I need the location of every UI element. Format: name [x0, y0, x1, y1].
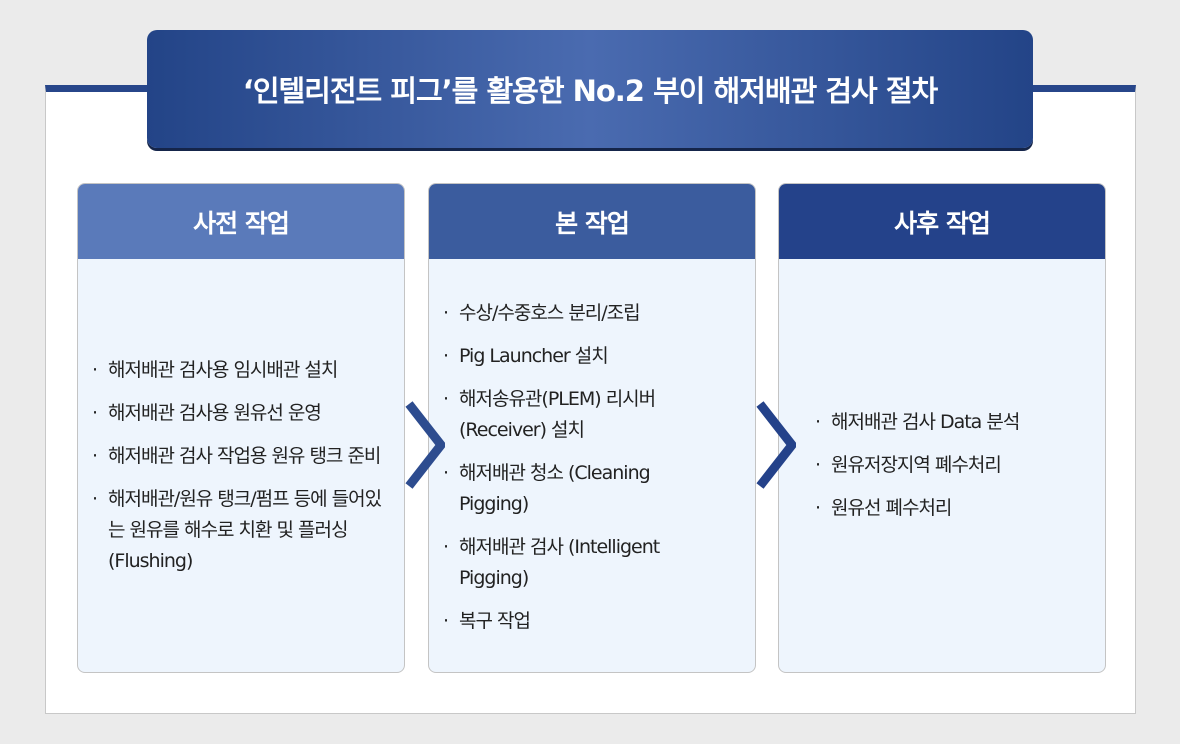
list-item: 복구 작업	[443, 606, 741, 637]
column-header: 사후 작업	[779, 184, 1105, 259]
list-item: 해저배관 검사용 임시배관 설치	[92, 355, 390, 386]
column-main-work: 본 작업 수상/수중호스 분리/조립 Pig Launcher 설치 해저송유관…	[428, 183, 756, 673]
list-item: 해저배관 청소 (Cleaning Pigging)	[443, 458, 673, 520]
list-item: 해저배관 검사 (Intelligent Pigging)	[443, 532, 673, 594]
list-item: 수상/수중호스 분리/조립	[443, 298, 741, 329]
list-item: 해저배관 검사용 원유선 운영	[92, 398, 390, 429]
column-pre-work: 사전 작업 해저배관 검사용 임시배관 설치 해저배관 검사용 원유선 운영 해…	[77, 183, 405, 673]
list-item: 해저배관 검사 Data 분석	[815, 407, 1091, 438]
chevron-right-icon	[405, 401, 445, 489]
column-header: 본 작업	[429, 184, 755, 259]
column-body: 수상/수중호스 분리/조립 Pig Launcher 설치 해저송유관(PLEM…	[429, 259, 755, 672]
list-item: 해저송유관(PLEM) 리시버(Receiver) 설치	[443, 384, 673, 446]
column-header: 사전 작업	[78, 184, 404, 259]
list-item: 원유저장지역 폐수처리	[815, 450, 1091, 481]
column-body: 해저배관 검사용 임시배관 설치 해저배관 검사용 원유선 운영 해저배관 검사…	[78, 259, 404, 672]
column-post-work: 사후 작업 해저배관 검사 Data 분석 원유저장지역 폐수처리 원유선 폐수…	[778, 183, 1106, 673]
list-item: 해저배관/원유 탱크/펌프 등에 들어있는 원유를 해수로 치환 및 플러싱(F…	[92, 484, 390, 577]
list-item: 원유선 폐수처리	[815, 493, 1091, 524]
list-item: 해저배관 검사 작업용 원유 탱크 준비	[92, 441, 390, 472]
column-body: 해저배관 검사 Data 분석 원유저장지역 폐수처리 원유선 폐수처리	[779, 259, 1105, 672]
chevron-right-icon	[756, 401, 796, 489]
diagram-title: ‘인텔리전트 피그’를 활용한 No.2 부이 해저배관 검사 절차	[147, 30, 1033, 148]
list-item: Pig Launcher 설치	[443, 341, 741, 372]
